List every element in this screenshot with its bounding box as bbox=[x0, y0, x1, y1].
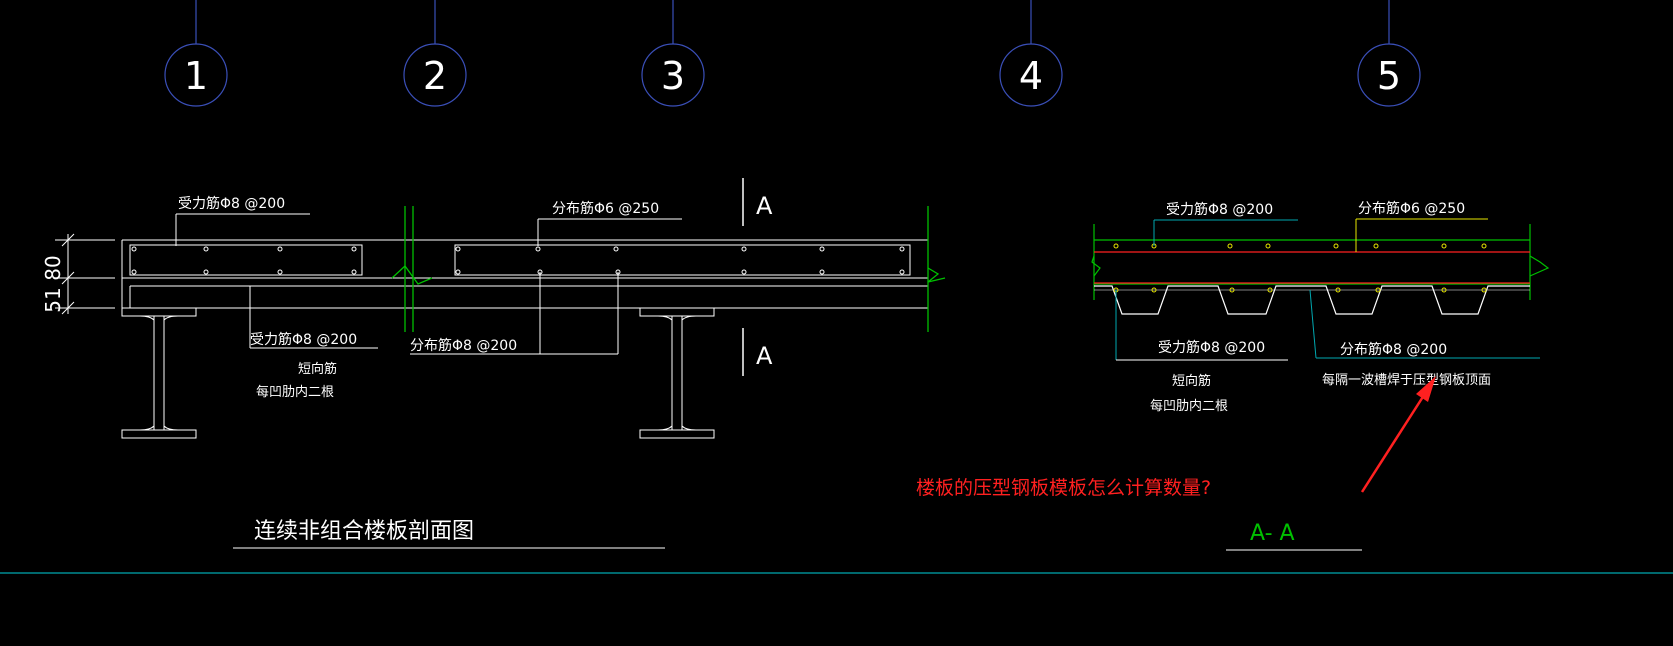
grid-axis-label: 4 bbox=[1019, 54, 1043, 98]
section-mark-bottom: A bbox=[756, 342, 773, 370]
left-rebar-dots bbox=[131, 246, 905, 275]
grid-axis-label: 3 bbox=[661, 54, 685, 98]
left-section-title: 连续非组合楼板剖面图 bbox=[254, 519, 474, 544]
grid-axes: 1 2 3 4 5 bbox=[164, 0, 1421, 107]
right-top-main-rebar-label: 受力筋Φ8 @200 bbox=[1166, 201, 1273, 218]
grid-axis-3: 3 bbox=[641, 0, 705, 107]
right-labels: 受力筋Φ8 @200 分布筋Φ6 @250 受力筋Φ8 @200 分布筋Φ8 @… bbox=[1150, 200, 1491, 546]
right-slab-section bbox=[1091, 224, 1550, 315]
question-annotation: 楼板的压型钢板模板怎么计算数量? bbox=[916, 376, 1436, 499]
right-short-rebar-note: 短向筋 bbox=[1172, 373, 1211, 389]
grid-axis-4: 4 bbox=[999, 0, 1063, 107]
left-short-rebar-note: 短向筋 bbox=[298, 361, 337, 377]
grid-axis-1: 1 bbox=[164, 0, 228, 107]
left-slab-section bbox=[55, 178, 928, 549]
grid-axis-2: 2 bbox=[403, 0, 467, 107]
question-text: 楼板的压型钢板模板怎么计算数量? bbox=[916, 477, 1211, 499]
grid-axis-label: 2 bbox=[423, 54, 447, 98]
left-break-lines bbox=[391, 206, 946, 332]
right-per-rib-note: 每凹肋内二根 bbox=[1150, 398, 1228, 414]
left-per-rib-note: 每凹肋内二根 bbox=[256, 384, 334, 400]
left-bottom-dist-rebar-label: 分布筋Φ8 @200 bbox=[410, 337, 517, 354]
section-mark-top: A bbox=[756, 192, 773, 220]
dimension-top-label: 80 bbox=[41, 255, 65, 280]
left-top-main-rebar-label: 受力筋Φ8 @200 bbox=[178, 195, 285, 212]
right-rebar-dots bbox=[1113, 243, 1487, 293]
left-top-dist-rebar-label: 分布筋Φ6 @250 bbox=[552, 200, 659, 217]
right-leader-lines bbox=[1115, 218, 1540, 551]
right-top-dist-rebar-label: 分布筋Φ6 @250 bbox=[1358, 200, 1465, 217]
dimension-bottom-label: 51 bbox=[41, 287, 65, 312]
right-bottom-dist-rebar-label: 分布筋Φ8 @200 bbox=[1340, 341, 1447, 358]
right-bottom-main-rebar-label: 受力筋Φ8 @200 bbox=[1158, 339, 1265, 356]
left-bottom-main-rebar-label: 受力筋Φ8 @200 bbox=[250, 331, 357, 348]
right-weld-note: 每隔一波槽焊于压型钢板顶面 bbox=[1322, 372, 1491, 388]
grid-axis-label: 1 bbox=[184, 54, 208, 98]
left-labels: 受力筋Φ8 @200 分布筋Φ6 @250 受力筋Φ8 @200 分布筋Φ8 @… bbox=[41, 192, 773, 544]
grid-axis-5: 5 bbox=[1357, 0, 1421, 107]
right-section-title: A- A bbox=[1250, 521, 1295, 546]
grid-axis-label: 5 bbox=[1377, 54, 1401, 98]
